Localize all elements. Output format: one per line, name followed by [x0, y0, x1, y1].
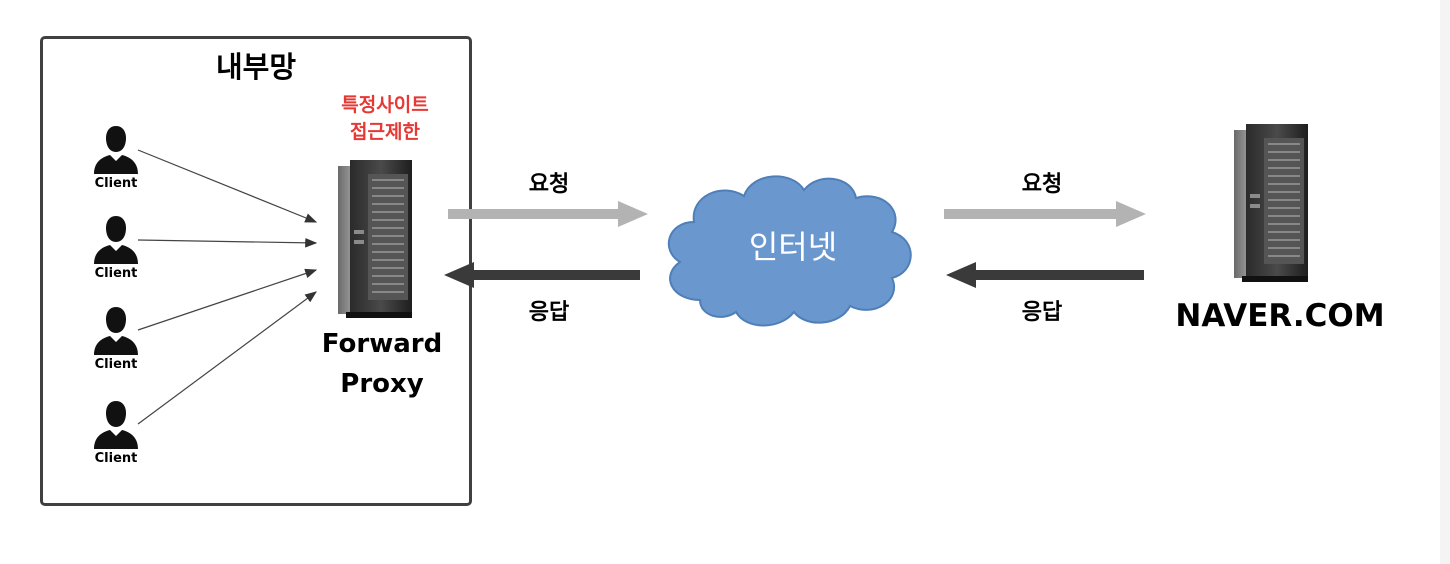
user-icon [94, 401, 138, 449]
client-label: Client [94, 357, 138, 372]
server-label: NAVER.COM [1175, 298, 1385, 334]
internal-network-title: 내부망 [215, 50, 297, 84]
client-label: Client [94, 266, 138, 281]
user-icon [94, 126, 138, 174]
naver-server-icon [1234, 124, 1308, 282]
client-label: Client [94, 176, 138, 191]
connector-line-3 [137, 268, 318, 331]
restriction-note: 특정사이트 접근제한 [310, 92, 460, 146]
connector-line-4 [137, 291, 317, 425]
client-connector-lines [137, 149, 318, 425]
proxy-label-line-2: Proxy [340, 369, 424, 399]
restriction-note-line-1: 특정사이트 [341, 94, 429, 116]
proxy-server-icon [338, 160, 412, 318]
left-response-label: 응답 [528, 300, 570, 325]
right-request-arrow [944, 201, 1146, 227]
right-response-label: 응답 [1021, 300, 1063, 325]
client-2: Client [80, 214, 152, 281]
internet-label: 인터넷 [748, 228, 838, 266]
scrollbar[interactable] [1440, 0, 1450, 564]
client-label: Client [94, 451, 138, 466]
client-4: Client [80, 399, 152, 466]
user-icon [94, 216, 138, 264]
left-request-label: 요청 [528, 172, 570, 197]
internet-cloud-icon [667, 175, 912, 327]
connector-line-1 [137, 149, 318, 223]
client-3: Client [80, 305, 152, 372]
restriction-note-line-2: 접근제한 [350, 121, 420, 143]
right-response-arrow [946, 262, 1144, 288]
proxy-label-line-1: Forward [321, 329, 443, 359]
user-icon [94, 307, 138, 355]
left-response-arrow [444, 262, 640, 288]
client-1: Client [80, 124, 152, 191]
proxy-label: Forward Proxy [302, 324, 462, 404]
right-request-label: 요청 [1021, 172, 1063, 197]
connector-line-2 [137, 238, 318, 248]
left-request-arrow [448, 201, 648, 227]
